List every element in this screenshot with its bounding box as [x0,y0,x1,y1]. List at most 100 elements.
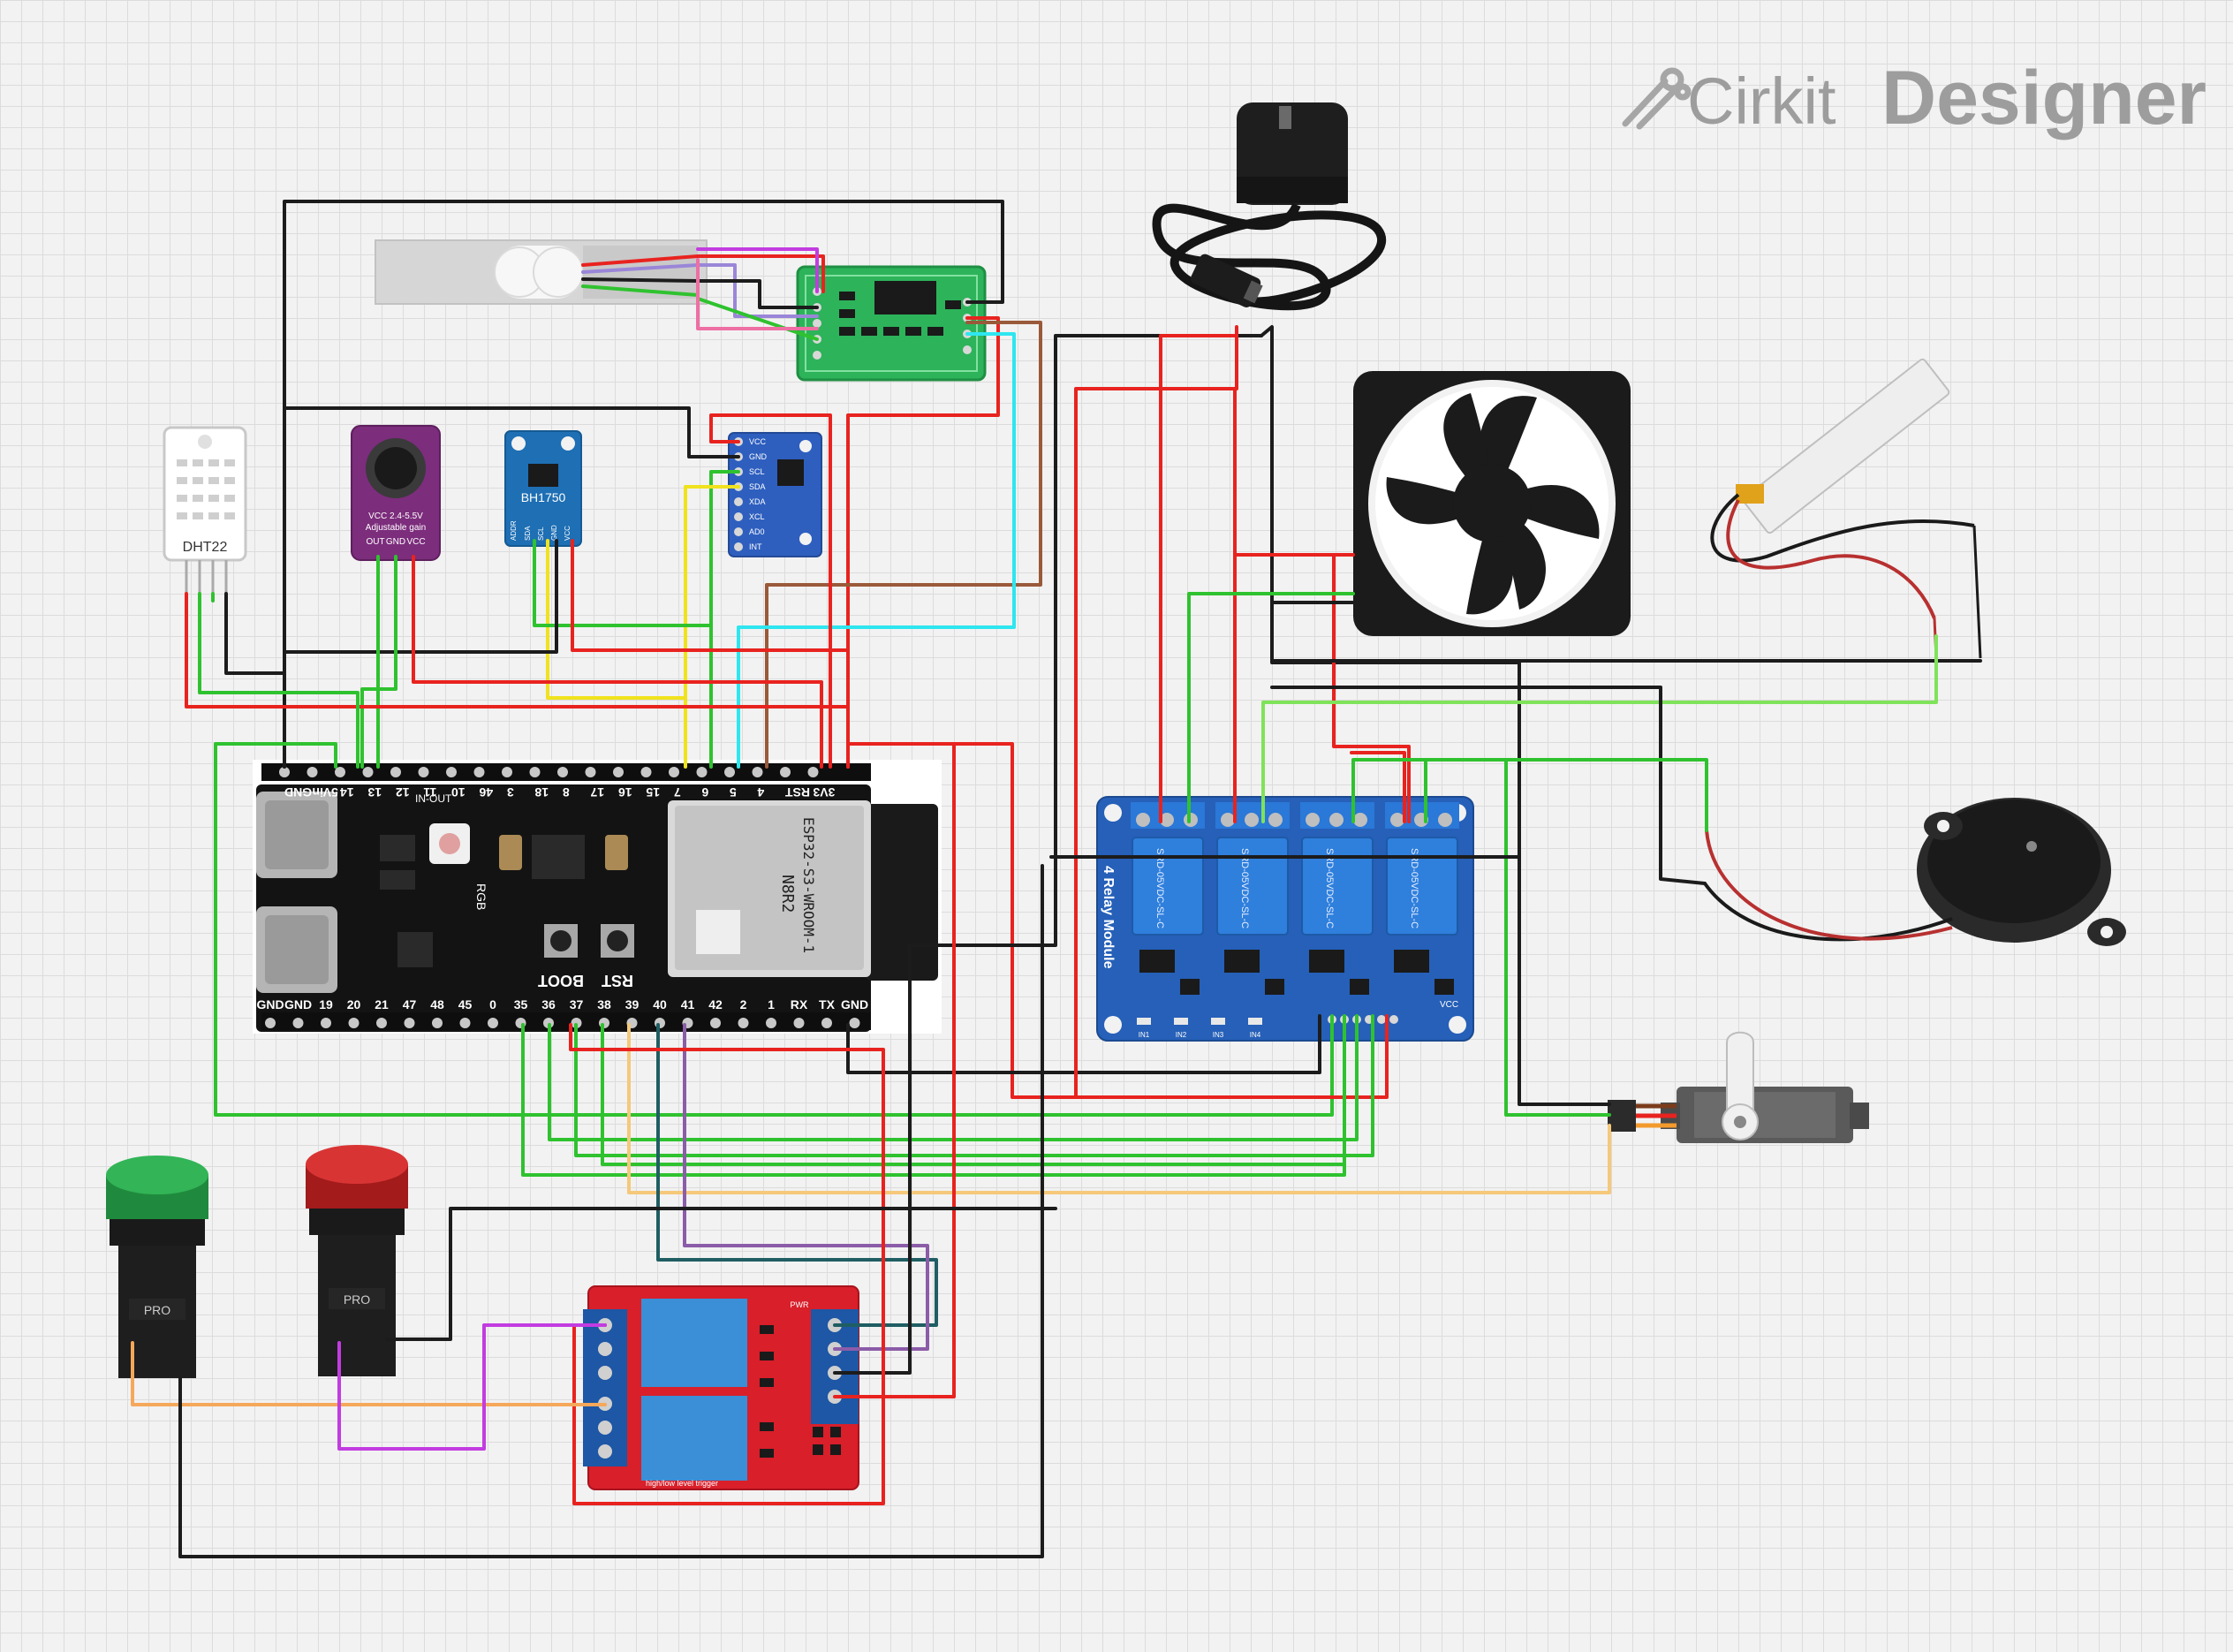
wire-hx-magenta [696,247,819,293]
esp32-top-pin[interactable] [585,767,596,777]
servo-motor[interactable] [1608,1031,1869,1143]
power-adapter[interactable] [1152,102,1386,311]
wire-buzzer-green [1351,758,1708,832]
esp32-bottom-pin[interactable] [265,1018,276,1028]
wire-buzzer-black [1270,686,1707,885]
esp32-top-pin[interactable] [529,767,541,777]
esp32-top-pin[interactable] [696,767,708,777]
relay4-terminal-screw[interactable] [1136,813,1150,827]
bh1750-pin-vcc: VCC [564,526,571,541]
esp32-bottom-pin[interactable] [376,1018,387,1028]
esp32-top-pin[interactable] [669,767,679,777]
wire-servo-green [1424,758,1611,1117]
esp32-top-pin-label: 17 [590,785,604,799]
relay4-terminal-screw[interactable] [1221,813,1235,827]
esp32-bottom-pin-label: TX [819,997,836,1012]
esp32-bottom-pin[interactable] [432,1018,443,1028]
esp32-bottom-pin[interactable] [849,1018,860,1028]
esp32-top-pin-label: 5Vin [313,785,338,799]
green-indicator-lamp[interactable]: PRO [106,1156,208,1378]
relay4-terminal-screw[interactable] [1268,813,1283,827]
peltier-heater[interactable] [1710,358,1982,659]
esp32-top-pin[interactable] [502,767,512,777]
esp32-top-pin[interactable] [557,767,568,777]
relay4-relay [1386,837,1458,936]
relay4-relay [1132,837,1204,936]
relay4-relay-text: SRD-05VDC-SL-C [1409,848,1419,928]
esp32-top-pin-label: 11 [423,785,436,799]
esp32-top-pin[interactable] [279,767,290,777]
esp32-top-pin[interactable] [780,767,791,777]
wire-mpu-vcc-red [709,413,832,769]
esp32-top-pin[interactable] [613,767,624,777]
esp32-bottom-pin[interactable] [348,1018,360,1028]
wire-dht-gnd-black [224,592,286,675]
esp32-bottom-pin[interactable] [793,1018,805,1028]
bh1750-pin-addr: ADDR [510,520,518,541]
red-indicator-lamp[interactable]: PRO [306,1145,408,1376]
wire-relay2-purple [683,1023,929,1351]
wire-relay-red-4 [1350,751,1406,823]
esp32-top-pin[interactable] [362,767,374,777]
esp32-bottom-pin[interactable] [571,1018,582,1028]
esp32-top-pin[interactable] [390,767,401,777]
relay4-terminal-screw[interactable] [1438,813,1452,827]
relay4-driver [1180,979,1200,995]
relay4-terminal-screw[interactable] [1245,813,1259,827]
esp32-bottom-pin-label: 36 [541,997,556,1012]
mic-pin-vcc: VCC [406,537,425,547]
relay4-terminal-screw[interactable] [1353,813,1367,827]
esp32-bottom-pin[interactable] [710,1018,721,1028]
mpu6050-module[interactable]: VCC GND SCL SDA XDA XCL AD0 INT [728,432,822,557]
esp32-top-pin[interactable] [418,767,429,777]
green-lamp-brand: PRO [144,1303,170,1317]
max9814-microphone[interactable]: VCC 2.4-5.5V Adjustable gain OUT GND VCC [351,425,441,561]
wire-red-lamp-black [385,1207,1057,1341]
esp32-bottom-pin[interactable] [459,1018,471,1028]
piezo-buzzer[interactable] [1703,798,2126,946]
esp32-bottom-pin[interactable] [321,1018,331,1028]
relay4-transistor [1394,950,1429,973]
esp32-s3-devkit[interactable]: ESP32-S3-WROOM-1 N8R2 IN-OUT RGB BOOT RS… [253,760,942,1034]
esp32-bottom-pin[interactable] [404,1018,415,1028]
red-lamp-brand: PRO [344,1292,370,1307]
relay4-transistor [1309,950,1344,973]
load-cell[interactable] [375,239,708,305]
relay4-terminal-screw[interactable] [1329,813,1344,827]
esp32-bottom-pin[interactable] [766,1018,776,1028]
esp32-top-pin-label: 4 [757,785,764,799]
hx711-module[interactable] [796,265,987,382]
esp32-bottom-pin[interactable] [292,1018,304,1028]
relay4-terminal-screw[interactable] [1390,813,1404,827]
esp32-top-pin[interactable] [752,767,763,777]
relay4-header-pin[interactable] [1377,1015,1386,1024]
esp32-top-pin[interactable] [807,767,819,777]
esp32-top-pin[interactable] [724,767,735,777]
relay4-terminal-screw[interactable] [1306,813,1320,827]
esp32-module-variant: N8R2 [778,875,797,913]
wire-loadcell-lavender [581,263,819,318]
esp32-bottom-pin[interactable] [821,1018,832,1028]
esp32-bottom-pin-label: 2 [740,997,747,1012]
relay4-header-pin[interactable] [1389,1015,1398,1024]
esp32-top-pin[interactable] [335,767,345,777]
wire-red-lamp-magenta [337,1323,607,1451]
esp32-top-pin[interactable] [640,767,652,777]
relay4-terminal-screw[interactable] [1160,813,1174,827]
esp32-bottom-pin[interactable] [738,1018,749,1028]
esp32-top-pin[interactable] [473,767,485,777]
esp32-top-pin-label: 3V3 [813,785,835,799]
cooling-fan[interactable] [1353,371,1631,636]
esp32-bottom-pin-label: 40 [653,997,667,1012]
esp32-bottom-pin[interactable] [488,1018,498,1028]
bh1750-light-sensor[interactable]: BH1750 ADDR SDA SCL GND VCC [504,430,582,547]
two-relay-module[interactable]: PWR high/low level trigger [583,1285,859,1490]
dht22-sensor[interactable]: DHT22 [163,426,247,594]
wire-in3-green [574,1014,1374,1157]
wire-mic-gnd-green [360,555,397,769]
cirkit-logo: Cirkit Designer [1622,56,2207,140]
esp32-top-pin[interactable] [446,767,457,777]
esp32-top-pin[interactable] [307,767,318,777]
